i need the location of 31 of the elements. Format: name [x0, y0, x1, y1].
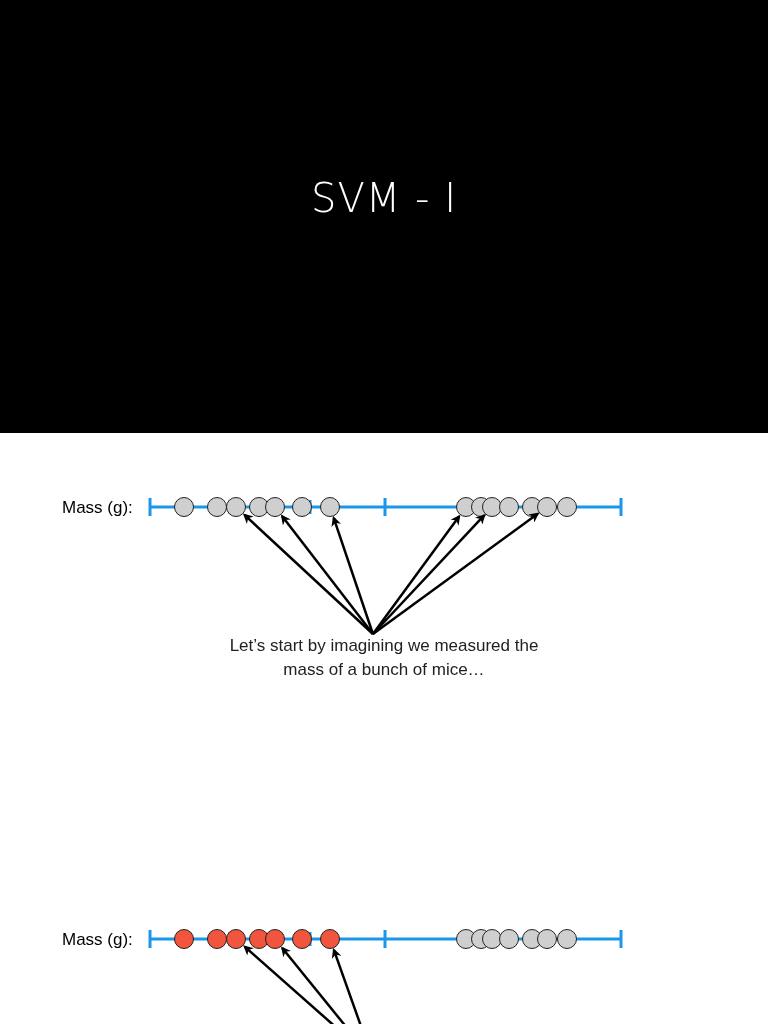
data-point: [557, 929, 577, 949]
data-point: [320, 497, 340, 517]
data-point: [207, 929, 227, 949]
arrow: [372, 513, 486, 635]
data-point: [499, 929, 519, 949]
data-point: [265, 497, 285, 517]
data-point: [249, 497, 269, 517]
data-point: [320, 929, 340, 949]
data-point: [537, 497, 557, 517]
arrow: [372, 512, 540, 635]
data-point: [482, 929, 502, 949]
axis-label: Mass (g):: [62, 929, 133, 951]
arrow: [371, 514, 461, 635]
arrow: [331, 516, 375, 635]
data-point: [499, 497, 519, 517]
data-point: [292, 497, 312, 517]
data-point: [174, 497, 194, 517]
data-point: [174, 929, 194, 949]
slide-title: SVM - I: [310, 174, 458, 223]
arrow: [280, 514, 374, 635]
axis-label: Mass (g):: [62, 497, 133, 519]
data-point: [226, 497, 246, 517]
data-point: [265, 929, 285, 949]
data-point: [482, 497, 502, 517]
data-point: [249, 929, 269, 949]
data-point: [557, 497, 577, 517]
data-point: [292, 929, 312, 949]
data-point: [207, 497, 227, 517]
data-point: [226, 929, 246, 949]
data-point: [537, 929, 557, 949]
caption-text: Let’s start by imagining we measured the mass of a bunch of mice…: [228, 635, 540, 681]
